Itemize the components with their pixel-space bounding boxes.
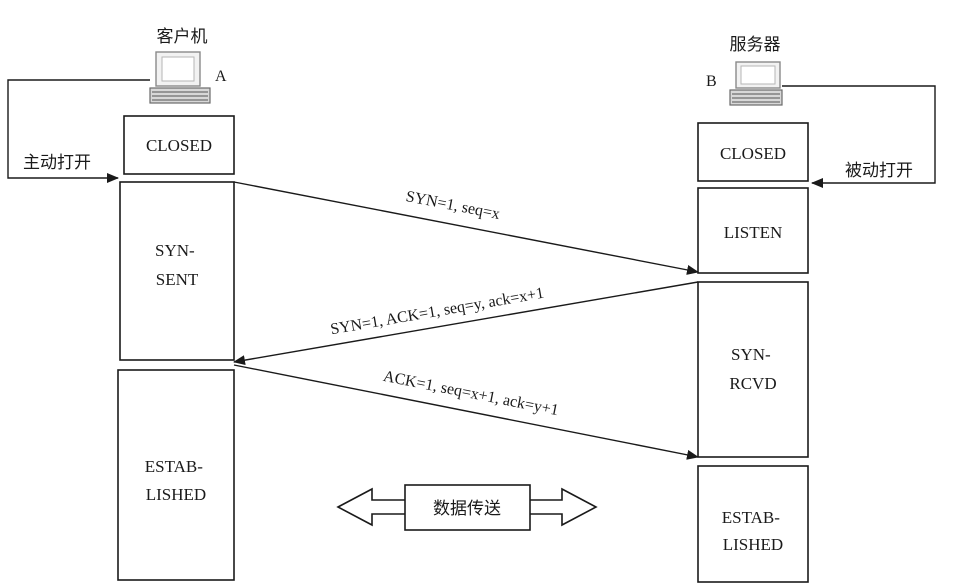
passive-open-connector bbox=[782, 85, 936, 188]
server-label: 服务器 bbox=[730, 35, 781, 55]
state-label: CLOSED bbox=[146, 136, 212, 155]
client-label: 客户机 bbox=[157, 27, 208, 47]
active-open-label: 主动打开 bbox=[23, 153, 91, 173]
state-label-line: LISHED bbox=[146, 485, 206, 504]
data-transfer-label: 数据传送 bbox=[433, 499, 501, 519]
message-syn-ack: SYN=1, ACK=1, seq=y, ack=x+1 bbox=[233, 281, 699, 366]
message-syn: SYN=1, seq=x bbox=[233, 181, 699, 275]
message-arrow bbox=[233, 281, 699, 366]
state-label: LISTEN bbox=[724, 223, 783, 242]
client-state-established: ESTAB- LISHED bbox=[117, 369, 235, 581]
computer-icon bbox=[729, 61, 783, 106]
server-node-letter: B bbox=[706, 73, 717, 90]
state-label: CLOSED bbox=[720, 144, 786, 163]
server-state-established: ESTAB- LISHED bbox=[697, 465, 809, 583]
state-label-line: LISHED bbox=[723, 535, 783, 554]
state-label-line: ESTAB- bbox=[145, 457, 203, 476]
state-label-line: ESTAB- bbox=[722, 508, 780, 527]
state-label-line: RCVD bbox=[729, 374, 776, 393]
computer-icon bbox=[149, 51, 211, 104]
state-label-line: SYN- bbox=[155, 241, 195, 260]
server-state-syn-rcvd: SYN- RCVD bbox=[697, 281, 809, 458]
client-state-closed: CLOSED bbox=[123, 115, 235, 175]
data-transfer-box bbox=[404, 484, 531, 531]
state-label: SYN- SENT bbox=[155, 241, 199, 289]
client-state-syn-sent: SYN- SENT bbox=[119, 181, 235, 361]
active-open-connector bbox=[7, 79, 150, 183]
message-arrow bbox=[233, 181, 699, 275]
passive-open-label: 被动打开 bbox=[845, 161, 913, 181]
client-node-letter: A bbox=[215, 68, 227, 85]
state-label-line: SYN- bbox=[731, 345, 771, 364]
state-label: ESTAB- LISHED bbox=[722, 508, 784, 554]
data-transfer-indicator: 数据传送 bbox=[336, 484, 598, 531]
message-ack: ACK=1, seq=x+1, ack=y+1 bbox=[233, 364, 699, 460]
state-label-line: SENT bbox=[156, 270, 199, 289]
server-state-listen: LISTEN bbox=[697, 187, 809, 274]
message-label: SYN=1, ACK=1, seq=y, ack=x+1 bbox=[329, 285, 545, 339]
state-label: ESTAB- LISHED bbox=[145, 457, 207, 504]
server-state-closed: CLOSED bbox=[697, 122, 809, 182]
message-arrow bbox=[233, 364, 699, 460]
state-label: SYN- RCVD bbox=[729, 345, 776, 393]
